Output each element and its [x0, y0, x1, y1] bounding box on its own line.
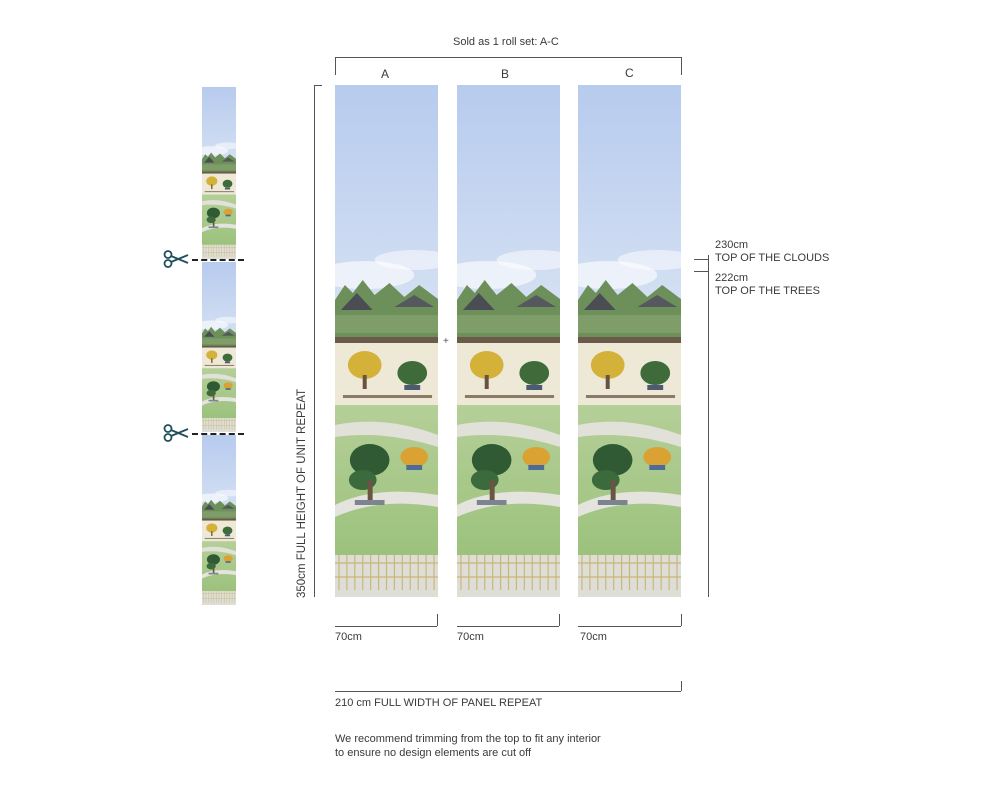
roll-set-title: Sold as 1 roll set: A-C	[453, 36, 559, 48]
panel-b-width-line	[457, 626, 559, 627]
repeat-strip-segment-3	[202, 435, 236, 605]
trees-label: TOP OF THE TREES	[715, 285, 820, 297]
recommendation-line-2: to ensure no design elements are cut off	[335, 747, 532, 759]
scissors-icon	[163, 424, 189, 442]
panel-c-width-tick	[681, 614, 682, 626]
clouds-value: 230cm	[715, 239, 749, 251]
repeat-strip-segment-2	[202, 262, 236, 432]
panel-b-width-label: 70cm	[457, 631, 484, 643]
height-bracket-line	[314, 85, 315, 597]
wallpaper-panel-b	[457, 85, 560, 597]
recommendation-line-1: We recommend trimming from the top to fi…	[335, 733, 601, 745]
full-width-label: 210 cm FULL WIDTH OF PANEL REPEAT	[335, 697, 543, 709]
join-marker: +	[443, 336, 449, 347]
cut-line-1	[192, 259, 244, 261]
clouds-tick	[694, 259, 708, 260]
height-bracket-top-tick	[314, 85, 322, 86]
panel-c-letter: C	[625, 66, 634, 80]
trees-tick	[694, 271, 708, 272]
panel-b-width-tick	[559, 614, 560, 626]
top-bracket-left-tick	[335, 57, 336, 75]
panel-a-letter: A	[381, 67, 390, 81]
panel-c-width-label: 70cm	[580, 631, 607, 643]
height-annotation-line	[708, 255, 709, 597]
full-height-label: 350cm FULL HEIGHT OF UNIT REPEAT	[296, 388, 308, 598]
trees-value: 222cm	[715, 272, 749, 284]
top-bracket-right-tick	[681, 57, 682, 75]
scissors-icon	[163, 250, 189, 268]
panel-a-width-label: 70cm	[335, 631, 362, 643]
full-width-line	[335, 691, 681, 692]
panel-a-width-line	[335, 626, 437, 627]
wallpaper-panel-c	[578, 85, 681, 597]
full-width-tick	[681, 681, 682, 691]
top-bracket-line	[335, 57, 681, 58]
panel-c-width-line	[578, 626, 681, 627]
panel-b-letter: B	[501, 67, 510, 81]
cut-line-2	[192, 433, 244, 435]
clouds-label: TOP OF THE CLOUDS	[715, 252, 830, 264]
repeat-strip-segment-1	[202, 87, 236, 259]
wallpaper-panel-a	[335, 85, 438, 597]
panel-a-width-tick	[437, 614, 438, 626]
